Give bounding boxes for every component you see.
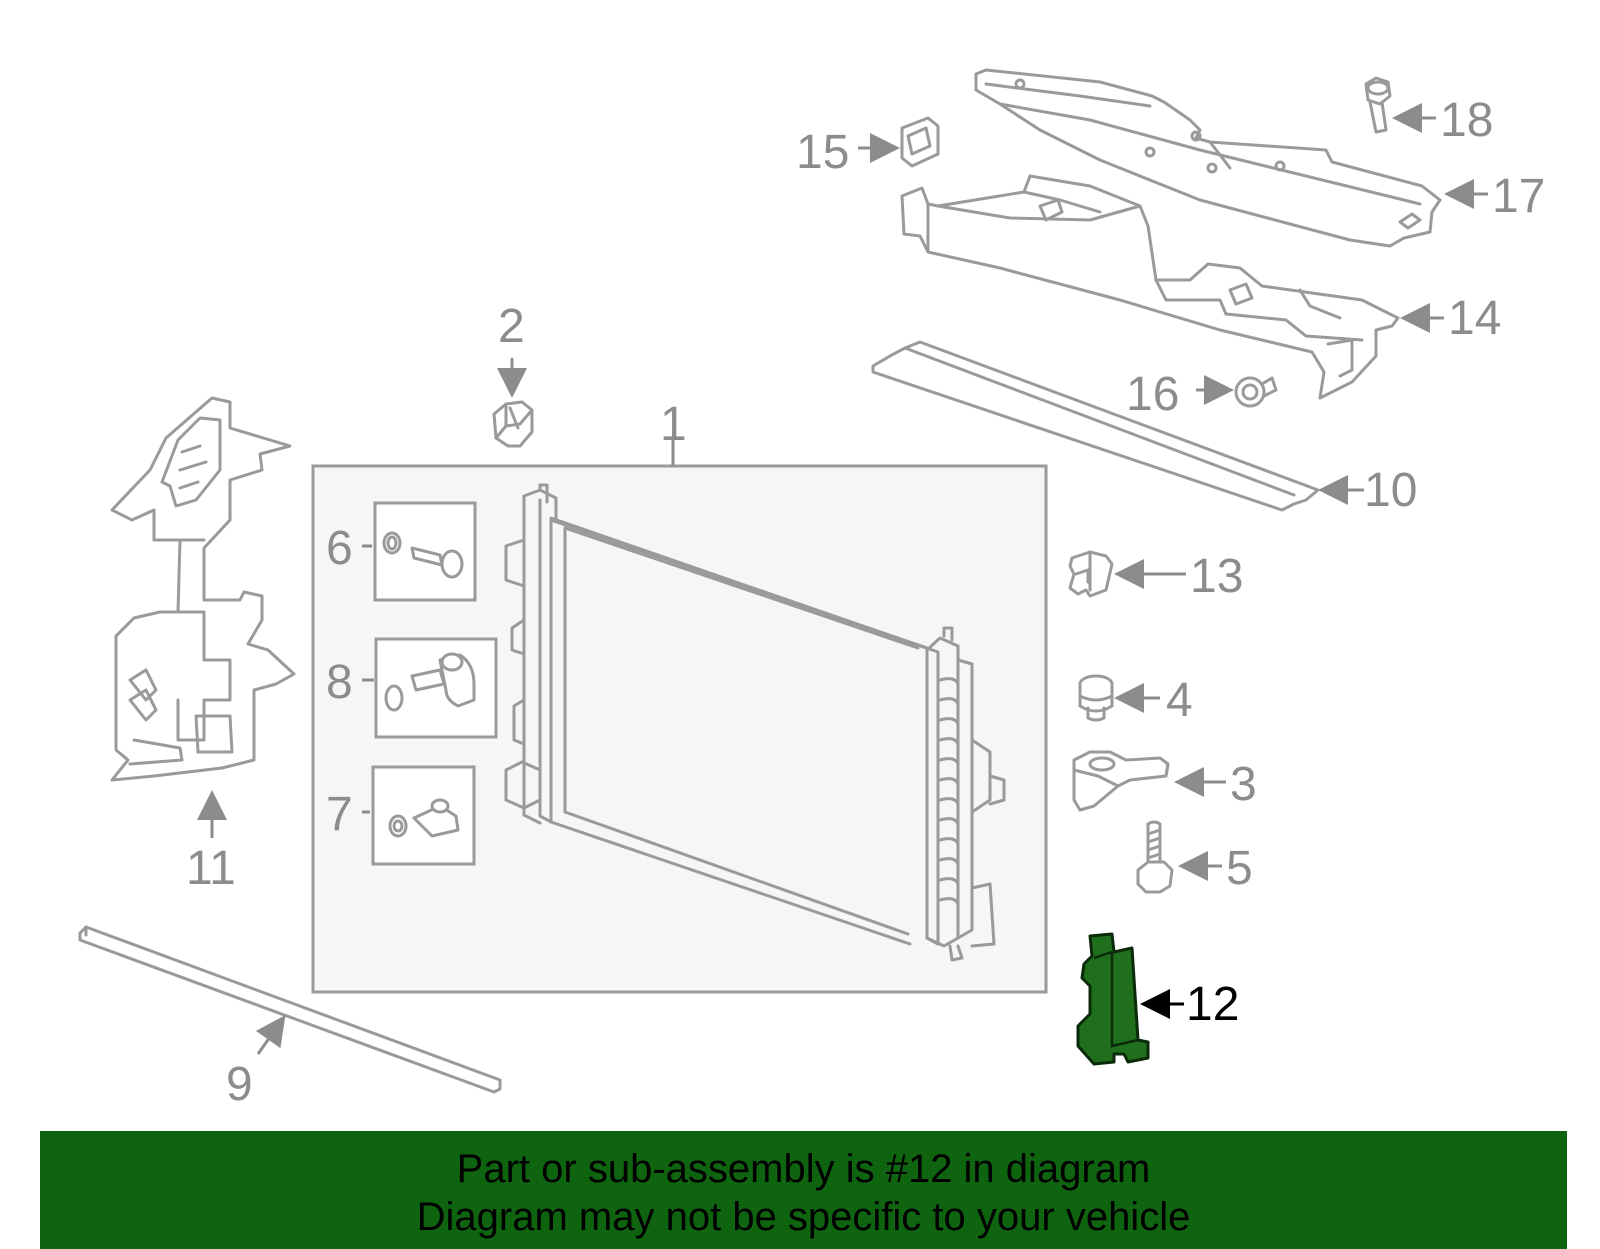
part-13-nut-clip — [1068, 550, 1114, 598]
banner-line-1: Part or sub-assembly is #12 in diagram — [456, 1147, 1151, 1191]
callout-2: 2 — [498, 300, 525, 353]
callout-16: 16 — [1126, 368, 1179, 421]
callout-12: 12 — [1186, 978, 1239, 1031]
part-15-clip — [900, 116, 940, 168]
callout-15: 15 — [796, 126, 849, 179]
part-2-insulator — [492, 400, 534, 448]
callout-5: 5 — [1226, 842, 1253, 895]
part-3-bracket — [1072, 750, 1170, 812]
part-16-push-pin — [1234, 376, 1278, 408]
part-8-fitting-box — [374, 637, 498, 739]
part-4-grommet — [1078, 674, 1114, 722]
part-18-bolt — [1364, 76, 1392, 134]
part-9-seal-strip — [78, 925, 502, 1094]
part-10-seal — [871, 340, 1320, 512]
callout-6: 6 — [326, 522, 353, 575]
callout-9: 9 — [226, 1058, 253, 1111]
callout-14: 14 — [1448, 292, 1501, 345]
part-6-bolt-seal-box — [373, 501, 477, 602]
part-5-bolt — [1136, 820, 1174, 894]
callout-3: 3 — [1230, 758, 1257, 811]
radiator-fins — [938, 677, 960, 906]
callout-13: 13 — [1190, 550, 1243, 603]
callout-18: 18 — [1440, 94, 1493, 147]
callouts: 1 2 3 4 5 6 7 8 9 10 11 12 13 14 15 16 1… — [186, 94, 1545, 1111]
part-12-bracket-highlighted — [1076, 932, 1150, 1066]
banner-line-2: Diagram may not be specific to your vehi… — [416, 1195, 1191, 1239]
part-11-air-deflector — [110, 396, 296, 782]
info-banner: Part or sub-assembly is #12 in diagram D… — [40, 1131, 1567, 1249]
callout-11: 11 — [186, 842, 236, 895]
callout-4: 4 — [1166, 674, 1193, 727]
part-17-upper-cover — [974, 68, 1442, 248]
callout-10: 10 — [1364, 464, 1417, 517]
part-7-plug-box — [371, 765, 476, 866]
callout-7: 7 — [326, 788, 353, 841]
callout-17: 17 — [1492, 170, 1545, 223]
callout-8: 8 — [326, 656, 353, 709]
leader-lines — [197, 103, 1488, 1055]
radiator-core — [504, 483, 1006, 962]
part-14-upper-tie-bar — [900, 174, 1400, 400]
callout-1: 1 — [660, 398, 687, 451]
